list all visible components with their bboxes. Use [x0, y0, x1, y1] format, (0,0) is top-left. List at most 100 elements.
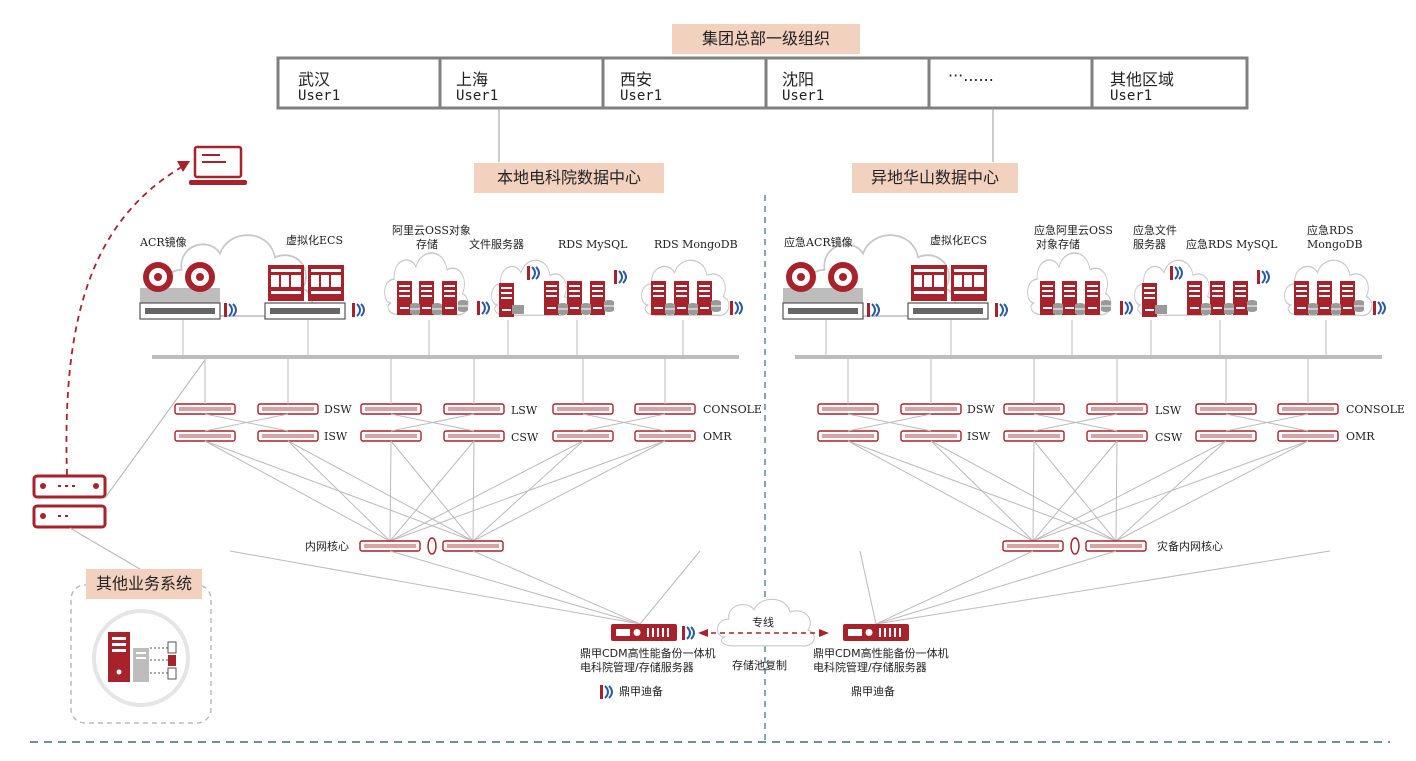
- rack-server-icon: [1340, 281, 1355, 315]
- switch-icon: [1086, 430, 1148, 442]
- core-switch-icon: [1085, 540, 1147, 552]
- oss-label-2: 存储: [416, 238, 438, 251]
- switch-icon: [552, 430, 614, 442]
- mesh-link: [847, 440, 1034, 542]
- backup-link: [875, 550, 1117, 625]
- region-user: User1: [298, 88, 341, 104]
- brand-logo-icon: [1119, 300, 1133, 316]
- mesh-link: [930, 440, 1117, 542]
- mesh-link: [1115, 440, 1309, 542]
- cross-link: [847, 413, 932, 432]
- brand-logo-icon: [599, 684, 613, 700]
- acr-label: ACR镜像: [140, 236, 187, 249]
- database-icon: [664, 302, 676, 316]
- mesh-link: [287, 440, 391, 542]
- mesh-link: [1032, 440, 1035, 542]
- file-server-label: 文件服务器: [469, 238, 524, 251]
- other-systems-title: 其他业务系统: [86, 569, 202, 599]
- appliance-label-1: 鼎甲CDM高性能备份一体机: [813, 647, 949, 660]
- switch-icon: [257, 403, 319, 415]
- header-title: 集团总部一级组织: [672, 24, 860, 54]
- database-icon: [1246, 299, 1258, 313]
- core-label: 灾备内网核心: [1157, 540, 1223, 553]
- file-server-label-1: 应急文件: [1133, 224, 1177, 237]
- switch-icon: [257, 430, 319, 442]
- cross-link: [1033, 413, 1118, 432]
- rack-server-icon: [1142, 283, 1157, 317]
- switch-icon: [443, 430, 505, 442]
- mesh-link: [287, 440, 474, 542]
- region-name: 沈阳: [782, 70, 815, 89]
- rds-mysql-label: 应急RDS MySQL: [1186, 238, 1278, 251]
- rack-server-icon: [1294, 281, 1309, 315]
- cross-link: [1225, 413, 1309, 432]
- mesh-link: [204, 440, 391, 542]
- rack-server-icon: [567, 281, 582, 315]
- cross-link: [390, 413, 475, 432]
- server-cluster-icon: [92, 609, 190, 707]
- lsw-label: LSW: [511, 404, 538, 417]
- backup-link: [472, 550, 641, 625]
- region-name: ···......: [948, 66, 994, 85]
- mesh-link: [389, 440, 475, 542]
- rack-server-icon: [651, 281, 666, 315]
- oss-label-1: 阿里云OSS对象: [392, 224, 471, 237]
- remote-dc-title: 异地华山数据中心: [852, 163, 1018, 193]
- switch-icon: [360, 403, 422, 415]
- region-name: 武汉: [298, 70, 331, 89]
- switch-icon: [1195, 403, 1257, 415]
- database-icon: [409, 302, 421, 316]
- switch-icon: [1277, 403, 1339, 415]
- backup-link: [639, 550, 701, 625]
- rack-server-icon: [590, 281, 605, 315]
- database-icon: [687, 302, 699, 316]
- rack-server-icon: [697, 281, 712, 315]
- appliance-label-2: 电科院管理/存储服务器: [580, 661, 694, 674]
- region-name: 上海: [456, 70, 489, 89]
- switch-icon: [1003, 403, 1065, 415]
- backup-appliance-icon: [843, 624, 909, 641]
- lsw-label: LSW: [1155, 404, 1182, 417]
- oss-label-2: 对象存储: [1036, 238, 1080, 251]
- blade-server-icon: [951, 265, 987, 301]
- appliance-label-2: 电科院管理/存储服务器: [813, 661, 927, 674]
- backup-appliance-icon: [611, 624, 677, 641]
- brand-logo-icon: [729, 300, 743, 316]
- console-label: CONSOLE: [703, 403, 762, 416]
- backup-link: [389, 550, 641, 625]
- brand-logo-icon: [1372, 300, 1386, 316]
- brand-logo-icon: [351, 302, 365, 318]
- file-drive: [512, 305, 524, 314]
- rack-server-icon: [1085, 281, 1100, 315]
- switch-icon: [1003, 430, 1065, 442]
- brand-label: 鼎甲迪备: [851, 685, 895, 698]
- network-bus: [152, 355, 739, 359]
- brand-logo-icon: [613, 269, 627, 285]
- switch-icon: [552, 403, 614, 415]
- link-ring: [427, 537, 437, 555]
- switch-icon: [817, 430, 879, 442]
- switch-icon: [900, 430, 962, 442]
- rds-mysql-label: RDS MySQL: [558, 238, 628, 251]
- dedicated-line-label: 专线: [752, 616, 774, 629]
- backup-link: [875, 550, 1034, 625]
- mesh-link: [930, 440, 1034, 542]
- rack-server-icon: [1317, 281, 1332, 315]
- file-drive: [1155, 305, 1167, 314]
- rack-server-icon: [544, 281, 559, 315]
- replication-label: 存储池复制: [732, 659, 787, 672]
- rack-server-icon: [1040, 281, 1055, 315]
- switch-icon: [900, 403, 962, 415]
- csw-label: CSW: [511, 431, 539, 444]
- brand-logo-icon: [476, 300, 490, 316]
- rack-server-icon: [499, 283, 514, 317]
- switch-icon: [817, 403, 879, 415]
- mesh-link: [389, 440, 666, 542]
- disk-icon: [828, 262, 858, 292]
- dsw-label: DSW: [967, 403, 995, 416]
- switch-icon: [174, 430, 236, 442]
- switch-icon: [1195, 430, 1257, 442]
- mesh-link: [389, 440, 392, 542]
- console-label: CONSOLE: [1346, 403, 1405, 416]
